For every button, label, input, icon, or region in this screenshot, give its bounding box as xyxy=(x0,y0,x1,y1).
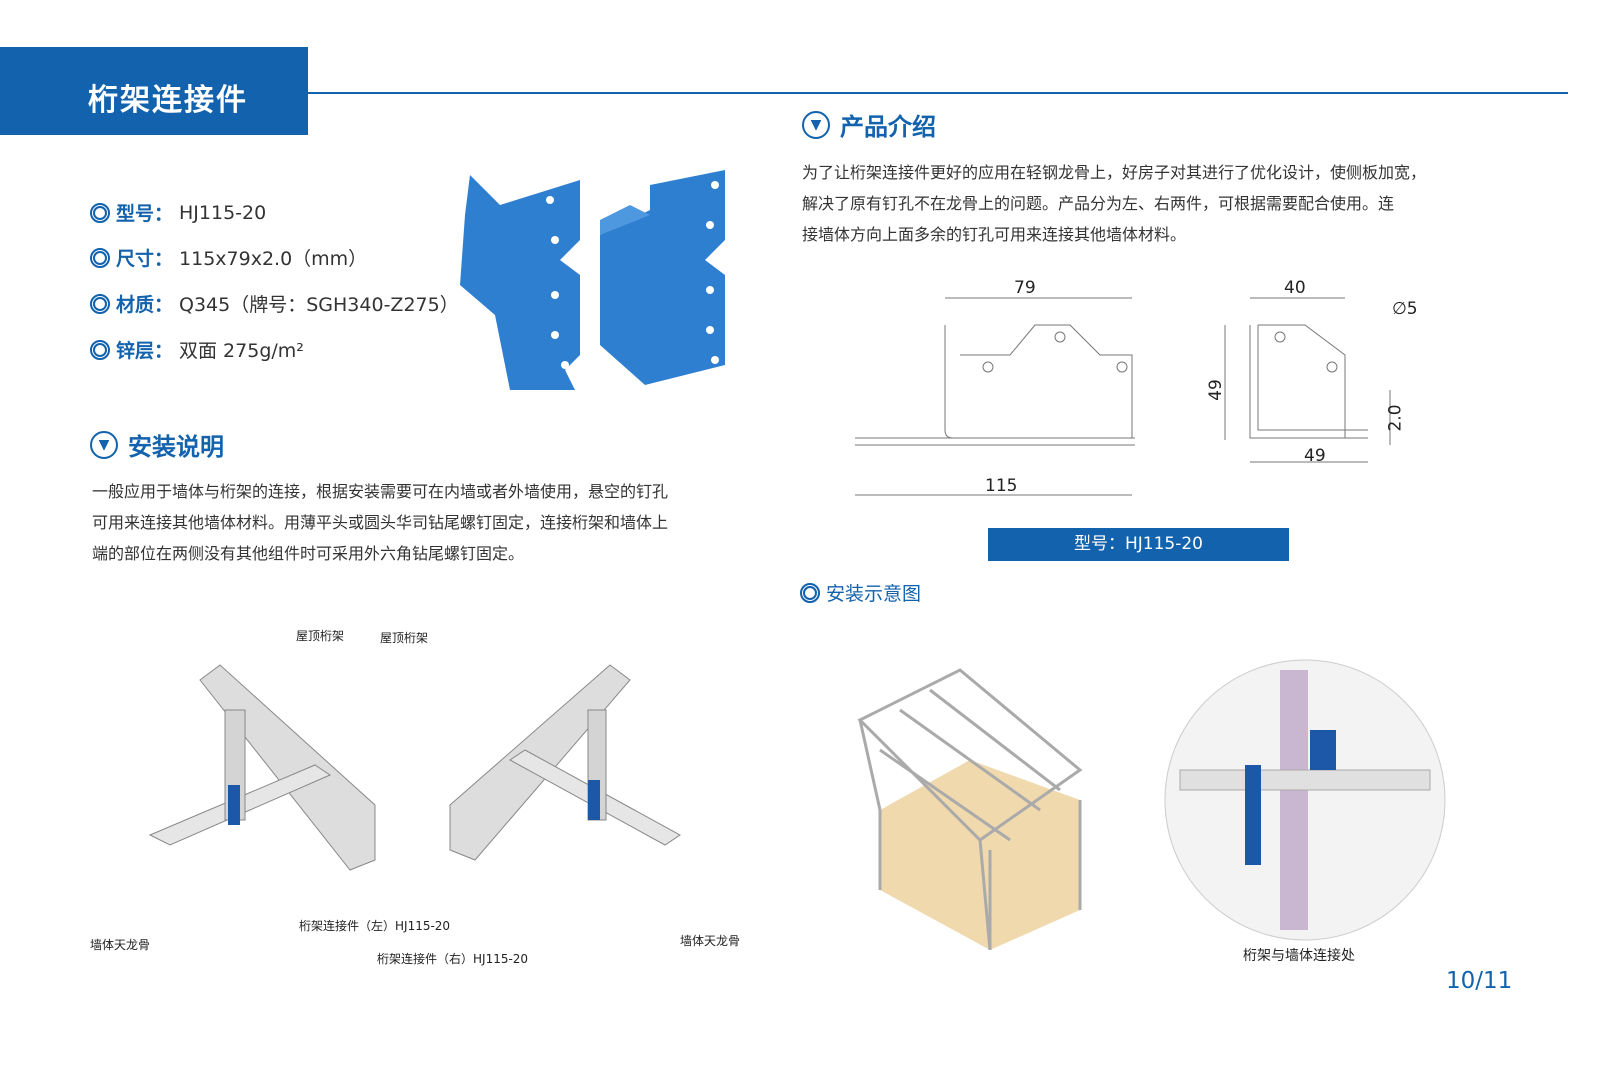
install-text: 一般应用于墙体与桁架的连接，根据安装需要可在内墙或者外墙使用，悬空的钉孔 可用来… xyxy=(92,476,668,569)
spec-value: Q345（牌号：SGH340-Z275） xyxy=(179,294,459,316)
spec-label: 材质： xyxy=(116,294,174,316)
spec-value: 双面 275g/m² xyxy=(179,340,304,362)
chevron-down-icon: ▼ xyxy=(90,430,118,459)
ring-bullet-icon xyxy=(90,293,110,314)
label-connector-right: 桁架连接件（右）HJ115-20 xyxy=(377,952,529,966)
dim-40: 40 xyxy=(1284,278,1306,298)
label-wall: 墙体天龙骨 xyxy=(90,938,151,952)
spec-value: 115x79x2.0（mm） xyxy=(179,248,368,270)
product-photo xyxy=(460,170,725,390)
dim-79: 79 xyxy=(1014,278,1036,298)
section-title: 安装示意图 xyxy=(826,583,922,605)
dim-49-horizontal: 49 xyxy=(1304,446,1326,466)
header-divider xyxy=(308,92,1568,94)
text-line: 解决了原有钉孔不在龙骨上的问题。产品分为左、右两件，可根据需要配合使用。连 xyxy=(802,194,1395,213)
dim-hole: ∅5 xyxy=(1392,299,1418,319)
section-diagram: 安装示意图 xyxy=(800,579,921,606)
ring-bullet-icon xyxy=(90,247,110,268)
label-truss: 屋顶桁架 xyxy=(380,631,429,645)
spec-size: 尺寸：115x79x2.0（mm） xyxy=(90,244,367,271)
spec-value: HJ115-20 xyxy=(179,201,267,224)
section-install: ▼ 安装说明 xyxy=(90,427,224,462)
intro-text: 为了让桁架连接件更好的应用在轻钢龙骨上，好房子对其进行了优化设计，使侧板加宽， … xyxy=(802,157,1426,250)
model-bar: 型号：HJ115-20 xyxy=(988,528,1289,561)
section-intro: ▼ 产品介绍 xyxy=(802,107,936,142)
label-wall: 墙体天龙骨 xyxy=(680,934,741,948)
text-line: 为了让桁架连接件更好的应用在轻钢龙骨上，好房子对其进行了优化设计，使侧板加宽， xyxy=(802,163,1427,182)
ring-bullet-icon xyxy=(90,202,110,223)
ring-bullet-icon xyxy=(90,339,110,360)
spec-label: 型号： xyxy=(116,203,174,225)
dim-49-vertical: 49 xyxy=(1205,379,1226,401)
spec-label: 锌层： xyxy=(116,340,174,362)
text-line: 接墙体方向上面多余的钉孔可用来连接其他墙体材料。 xyxy=(802,225,1187,244)
spec-zinc: 锌层：双面 275g/m² xyxy=(90,336,304,363)
label-connector-left: 桁架连接件（左）HJ115-20 xyxy=(299,919,451,933)
spec-material: 材质：Q345（牌号：SGH340-Z275） xyxy=(90,290,459,317)
spec-label: 尺寸： xyxy=(116,248,174,270)
text-line: 可用来连接其他墙体材料。用薄平头或圆头华司钻尾螺钉固定，连接桁架和墙体上 xyxy=(92,513,669,532)
install-illustration xyxy=(148,664,681,871)
technical-drawing xyxy=(855,297,1391,496)
spec-model: 型号：HJ115-20 xyxy=(90,199,266,226)
diagram-caption: 桁架与墙体连接处 xyxy=(1243,948,1355,964)
section-title: 产品介绍 xyxy=(840,113,936,141)
ring-bullet-icon xyxy=(800,582,820,603)
house-frame-illustration xyxy=(857,659,1446,951)
label-truss: 屋顶桁架 xyxy=(296,629,345,643)
dim-115: 115 xyxy=(985,476,1018,496)
page-number: 10/11 xyxy=(1446,968,1513,994)
section-title: 安装说明 xyxy=(128,433,224,461)
page-title: 桁架连接件 xyxy=(0,47,308,135)
text-line: 一般应用于墙体与桁架的连接，根据安装需要可在内墙或者外墙使用，悬空的钉孔 xyxy=(92,482,669,501)
dim-thickness: 2.0 xyxy=(1385,404,1406,432)
chevron-down-icon: ▼ xyxy=(802,110,830,139)
text-line: 端的部位在两侧没有其他组件时可采用外六角钻尾螺钉固定。 xyxy=(92,544,525,563)
